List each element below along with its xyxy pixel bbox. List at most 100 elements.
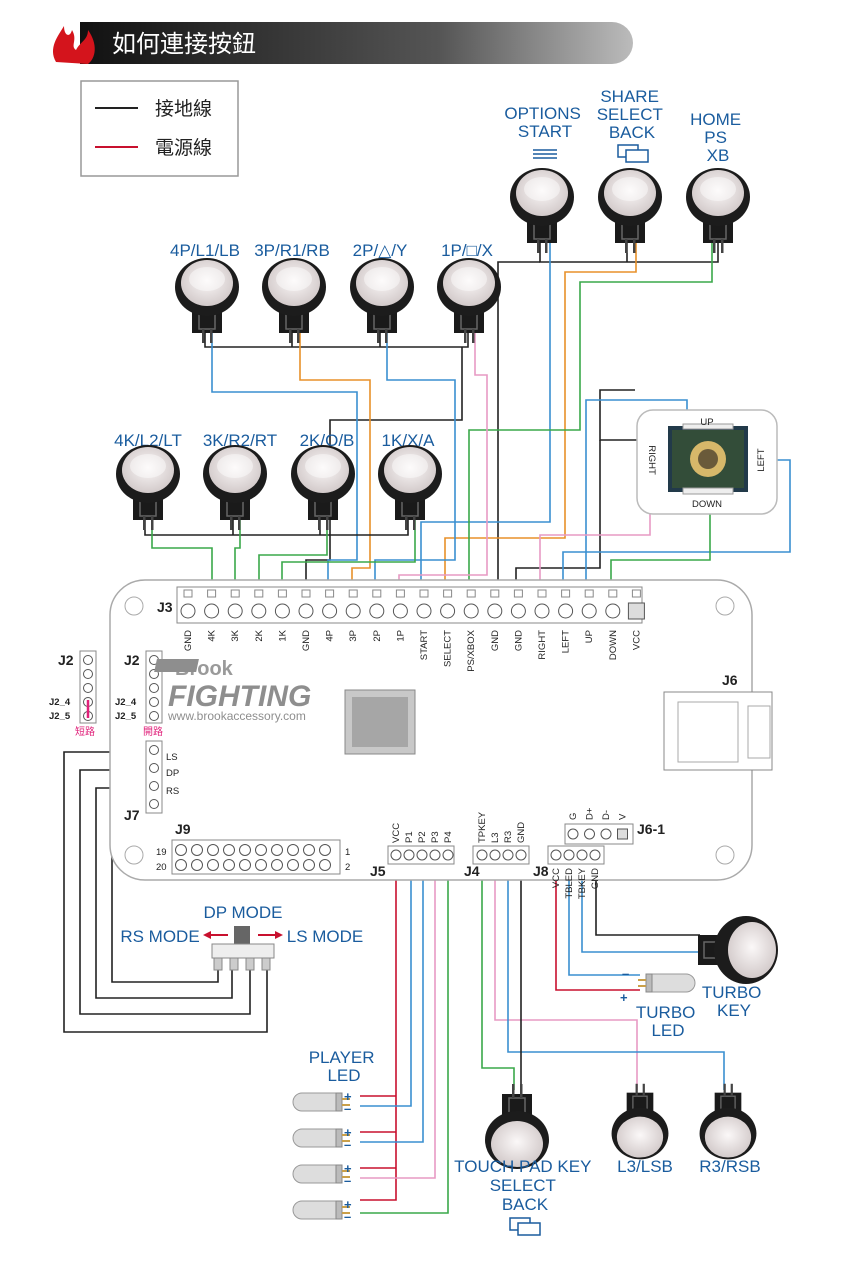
j3-pin-label: 3K — [230, 629, 241, 641]
j2-label-left: J2 — [58, 652, 74, 668]
j9-pin — [287, 859, 299, 871]
j8pins-pin — [576, 849, 588, 861]
j5pins-pin — [442, 849, 454, 861]
j9-pin — [287, 844, 299, 856]
j61pins-label: G — [568, 813, 579, 820]
j3-pin — [345, 603, 361, 619]
j3-pin — [251, 603, 267, 619]
legend-power-label: 電源線 — [155, 137, 212, 159]
joystick-left-label: LEFT — [756, 448, 767, 471]
j8-label: J8 — [533, 863, 549, 879]
turbo-led-label: TURBO LED — [636, 1003, 700, 1040]
home-button — [685, 167, 751, 254]
open-label: 開路 — [143, 725, 163, 738]
turbo-key-label: TURBO KEY — [702, 983, 766, 1020]
brand-url: www.brookaccessory.com — [167, 709, 306, 723]
button-1p — [436, 257, 502, 344]
j9-pin — [191, 844, 203, 856]
player-led-3 — [292, 1164, 350, 1184]
svg-text:–: – — [344, 1173, 351, 1188]
j7-pin-dp: DP — [166, 768, 179, 779]
j3-pin-label: RIGHT — [537, 630, 548, 660]
j3-pin-label: SELECT — [443, 630, 454, 667]
j3-top-pad — [513, 589, 523, 598]
svg-text:+: + — [344, 1197, 352, 1212]
r3-button — [698, 1083, 758, 1161]
l3-button — [610, 1083, 670, 1161]
brand-badge: 4 in 1 — [304, 661, 328, 671]
j3-pin-label: 2K — [254, 629, 265, 641]
button-2p — [349, 257, 415, 344]
j8pins-pin — [589, 849, 601, 861]
joystick-down-label: DOWN — [692, 499, 722, 510]
j5pins-label: P2 — [417, 831, 428, 843]
j9-pin — [175, 859, 187, 871]
kick-label-4k: 4K/L2/LT — [114, 431, 182, 450]
j7-label: J7 — [124, 807, 140, 823]
j3-pin-label: UP — [584, 630, 595, 643]
j3-top-pad — [631, 589, 641, 598]
player-led-label: PLAYER LED — [309, 1048, 380, 1085]
j3-top-pad — [325, 589, 335, 598]
j3-pin — [180, 603, 196, 619]
j5pins-label: P1 — [404, 831, 415, 843]
button-1k — [377, 444, 443, 531]
button-4k — [115, 444, 181, 531]
top-button-label-options: OPTIONS START — [504, 104, 585, 141]
j9-19: 19 — [156, 847, 167, 858]
j3-pin-label: PS/XBOX — [466, 629, 477, 671]
j9-pin — [223, 844, 235, 856]
turbo-led: – + TURBO LED — [620, 966, 700, 1040]
j8pins-label: GND — [590, 868, 601, 889]
brand-main: FIGHTING — [168, 680, 311, 713]
j3-pin-label: 4P — [325, 630, 336, 642]
j9-pin — [239, 859, 251, 871]
j5pins-label: P4 — [443, 831, 454, 843]
j8pins-pin — [550, 849, 562, 861]
j9-1: 1 — [345, 847, 350, 858]
player-led-1 — [292, 1092, 350, 1112]
top-button-label-home: HOME PS XB — [690, 110, 746, 165]
ls-mode-label: LS MODE — [287, 927, 364, 946]
j9-pin — [303, 859, 315, 871]
j9-pin — [223, 859, 235, 871]
punch-label-1p: 1P/□/X — [441, 241, 493, 260]
j4pins-pin — [515, 849, 527, 861]
j3-label: J3 — [157, 599, 173, 615]
j61pins-square — [617, 828, 628, 840]
j3-pin-label: START — [419, 630, 430, 660]
svg-text:+: + — [344, 1089, 352, 1104]
j5pins-label: P3 — [430, 831, 441, 843]
j3-pin — [463, 603, 479, 619]
j9-2: 2 — [345, 862, 350, 873]
j3-top-pad — [419, 589, 429, 598]
j3-pin-label: DOWN — [608, 630, 619, 660]
j3-pin-label: 3P — [348, 630, 359, 642]
j9-pin — [255, 844, 267, 856]
windows-icon — [617, 144, 649, 163]
j9-pin — [271, 844, 283, 856]
j9-pin — [175, 844, 187, 856]
j2-5-label-left: J2_5 — [49, 711, 71, 722]
j3-pin — [534, 603, 550, 619]
j7-pin-rs: RS — [166, 786, 179, 797]
l3-label: L3/LSB — [617, 1157, 673, 1176]
svg-text:–: – — [344, 1101, 351, 1116]
j4-label: J4 — [464, 863, 480, 879]
turbo-key-button — [697, 915, 779, 985]
options-button — [509, 167, 575, 254]
joystick-up-label: UP — [700, 417, 713, 428]
j3-pin — [605, 603, 621, 619]
j2-label-right: J2 — [124, 652, 140, 668]
j3-pin — [298, 603, 314, 619]
short-label: 短路 — [75, 725, 95, 738]
j3-pin — [369, 603, 385, 619]
top-buttons — [509, 167, 751, 254]
j3-top-pad — [277, 589, 287, 598]
kick-labels: 4K/L2/LT 3K/R2/RT 2K/O/B 1K/X/A — [114, 431, 435, 450]
j9-pin — [207, 859, 219, 871]
j3-top-pad — [466, 589, 476, 598]
j3-top-pad — [301, 589, 311, 598]
j7-pin-ls: LS — [166, 752, 178, 763]
